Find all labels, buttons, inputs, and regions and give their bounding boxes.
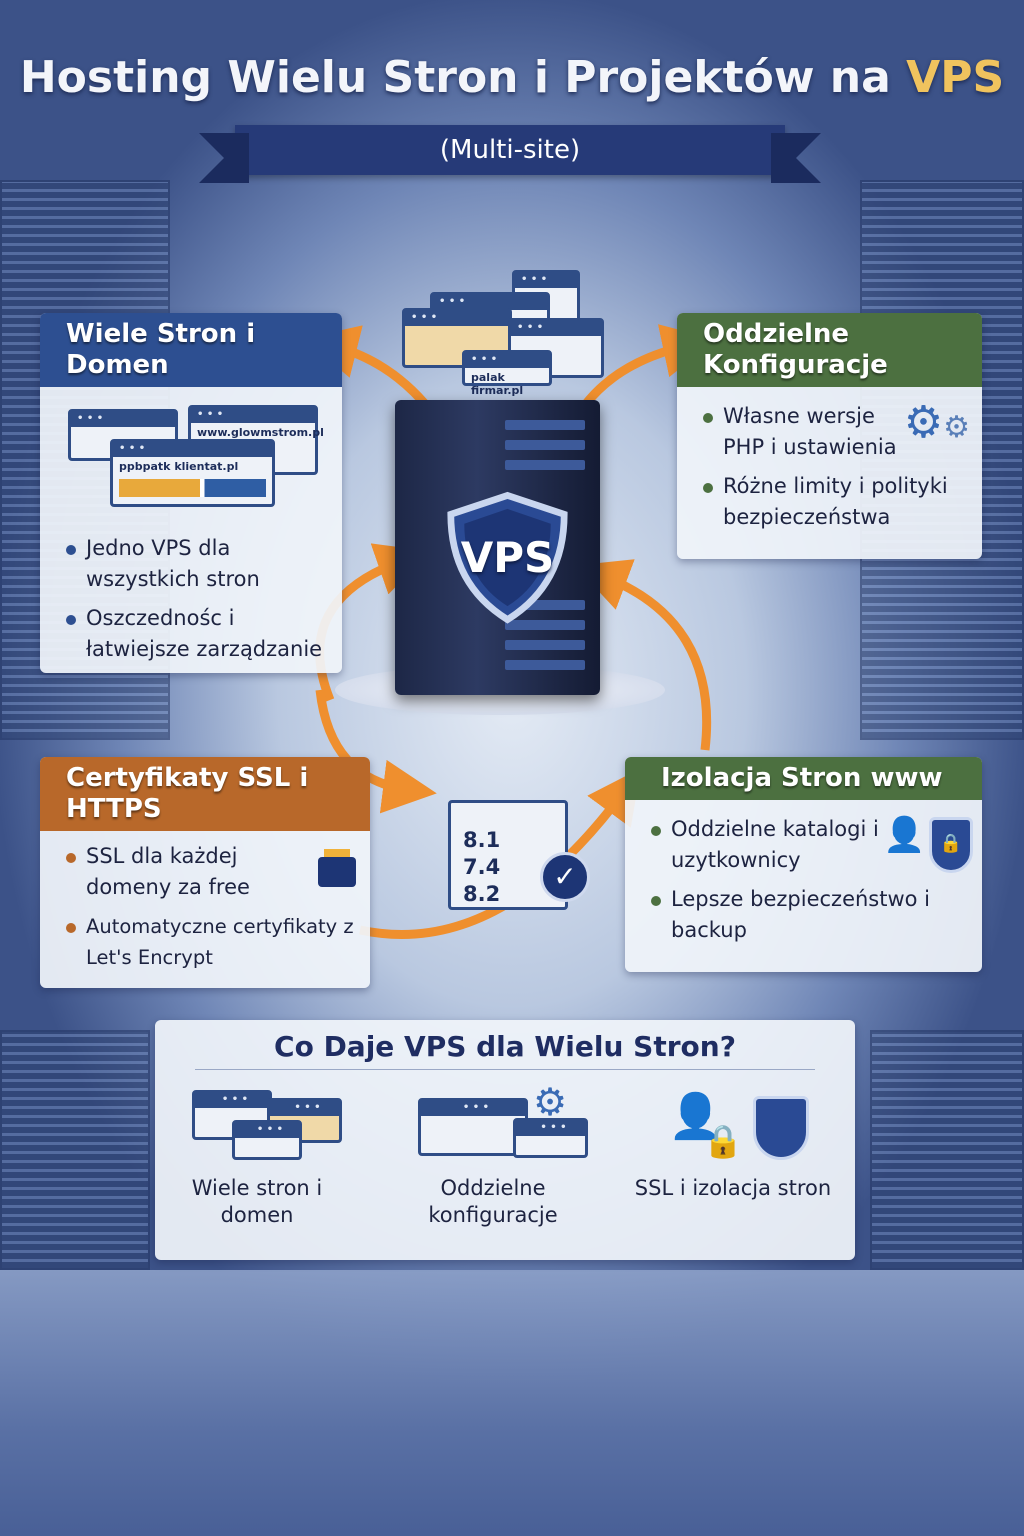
php-versions-window: 8.1 7.4 8.2 <box>448 800 568 910</box>
browser-window-icon: palak firmar.pl <box>462 350 552 397</box>
shield-lock-icon: 🔒 <box>929 817 973 873</box>
summary-item: Wiele stron i domen <box>157 1080 357 1229</box>
server-rack-bg <box>870 1030 1024 1270</box>
php-version: 7.4 <box>463 855 501 879</box>
summary-panel: Co Daje VPS dla Wielu Stron? Wiele stron… <box>155 1020 855 1260</box>
card-title: Wiele Stron i Domen <box>40 313 342 387</box>
vps-shield-icon: VPS <box>440 490 575 625</box>
gears-icon: ⚙⚙ <box>903 397 970 448</box>
summary-title: Co Daje VPS dla Wielu Stron? <box>195 1030 815 1070</box>
bullet-item: Różne limity i polityki bezpieczeństwa <box>677 471 982 533</box>
summary-item-label: Oddzielne konfiguracje <box>428 1176 558 1227</box>
summary-item: 👤 🔒 SSL i izolacja stron <box>633 1080 833 1202</box>
window-domain: ppbpatk klientat.pl <box>119 460 239 473</box>
card-site-isolation: Izolacja Stron www Oddzielne katalogi i … <box>625 757 982 972</box>
bullet-item: Jedno VPS dla wszystkich stron <box>40 533 342 595</box>
arrow <box>574 559 712 751</box>
vps-label: VPS <box>460 533 555 582</box>
browser-window-icon: ppbpatk klientat.pl <box>110 439 275 507</box>
checkmark-badge-icon: ✓ <box>540 852 590 902</box>
card-separate-configs: Oddzielne Konfiguracje Własne wersje PHP… <box>677 313 982 559</box>
card-title: Izolacja Stron www <box>625 757 982 800</box>
bullet-item: Własne wersje PHP i ustawienia <box>677 401 912 463</box>
browser-windows-icon <box>157 1080 357 1175</box>
card-ssl-https: Certyfikaty SSL i HTTPS SSL dla każdej d… <box>40 757 370 988</box>
bullet-item: Oszczednośc i łatwiejsze zarządzanie <box>40 603 342 665</box>
bullet-item: Lepsze bezpieczeństwo i backup <box>625 884 982 946</box>
php-version: 8.2 <box>463 882 501 906</box>
title-main: Hosting Wielu Stron i Projektów na <box>19 52 907 103</box>
summary-item: ⚙ Oddzielne konfiguracje <box>393 1080 593 1229</box>
page-title: Hosting Wielu Stron i Projektów na VPS <box>0 52 1024 103</box>
subtitle-ribbon: (Multi-site) <box>199 125 821 183</box>
floor <box>0 1270 1024 1536</box>
summary-item-label: SSL i izolacja stron <box>634 1176 832 1200</box>
server-rack-bg <box>0 1030 150 1270</box>
settings-panel-icon: ⚙ <box>393 1080 593 1175</box>
bullet-item: SSL dla każdej domeny za free <box>40 841 370 903</box>
padlock-icon <box>318 857 356 887</box>
title-highlight: VPS <box>906 52 1005 103</box>
card-title: Certyfikaty SSL i HTTPS <box>40 757 370 831</box>
card-title: Oddzielne Konfiguracje <box>677 313 982 387</box>
user-lock-shield-icon: 👤 🔒 <box>633 1080 833 1175</box>
arrow <box>303 325 434 413</box>
bullet-item: Automatyczne certyfikaty z Let's Encrypt <box>40 911 370 973</box>
window-domain: palak firmar.pl <box>471 371 524 397</box>
domain-windows-illustration: www.glowmstrom.pl ppbpatk klientat.pl <box>40 387 342 527</box>
arrow <box>581 324 717 408</box>
users-icon: 👤 <box>883 815 926 855</box>
card-multiple-domains: Wiele Stron i Domen www.glowmstrom.pl pp… <box>40 313 342 673</box>
php-version: 8.1 <box>463 828 501 852</box>
summary-item-label: Wiele stron i domen <box>191 1176 323 1227</box>
bullet-item: Oddzielne katalogi i uzytkownicy <box>625 814 982 876</box>
window-domain: www.glowmstrom.pl <box>197 426 324 439</box>
